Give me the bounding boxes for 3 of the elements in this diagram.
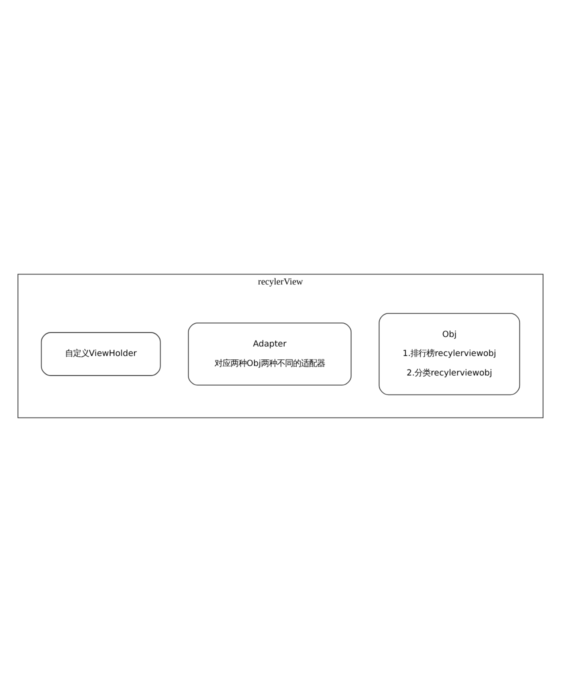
node-box: Obj 1.排行榜recylerviewobj 2.分类recylerviewobj bbox=[378, 312, 520, 395]
node-box: 自定义ViewHolder bbox=[40, 332, 161, 376]
node-box: Adapter 对应两种Obj两种不同的适配器 bbox=[188, 322, 352, 386]
